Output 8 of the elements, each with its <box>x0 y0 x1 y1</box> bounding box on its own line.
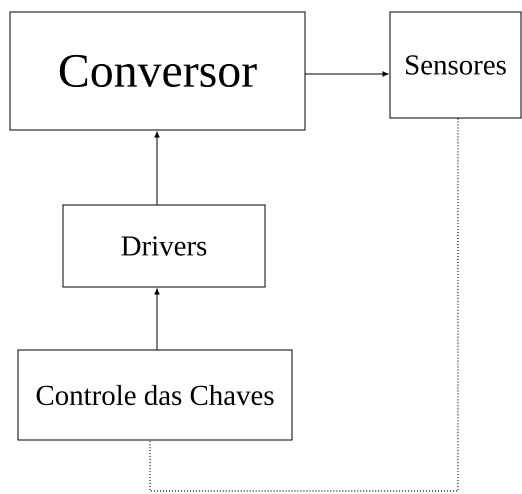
process-box: Conversor <box>10 11 306 130</box>
arrow <box>154 288 160 350</box>
process-box: Controle das Chaves <box>18 349 292 440</box>
process-box: Sensores <box>390 11 522 118</box>
process-box: Drivers <box>62 204 266 288</box>
arrow <box>305 71 388 77</box>
arrow <box>154 132 160 205</box>
connector-line <box>149 118 459 492</box>
